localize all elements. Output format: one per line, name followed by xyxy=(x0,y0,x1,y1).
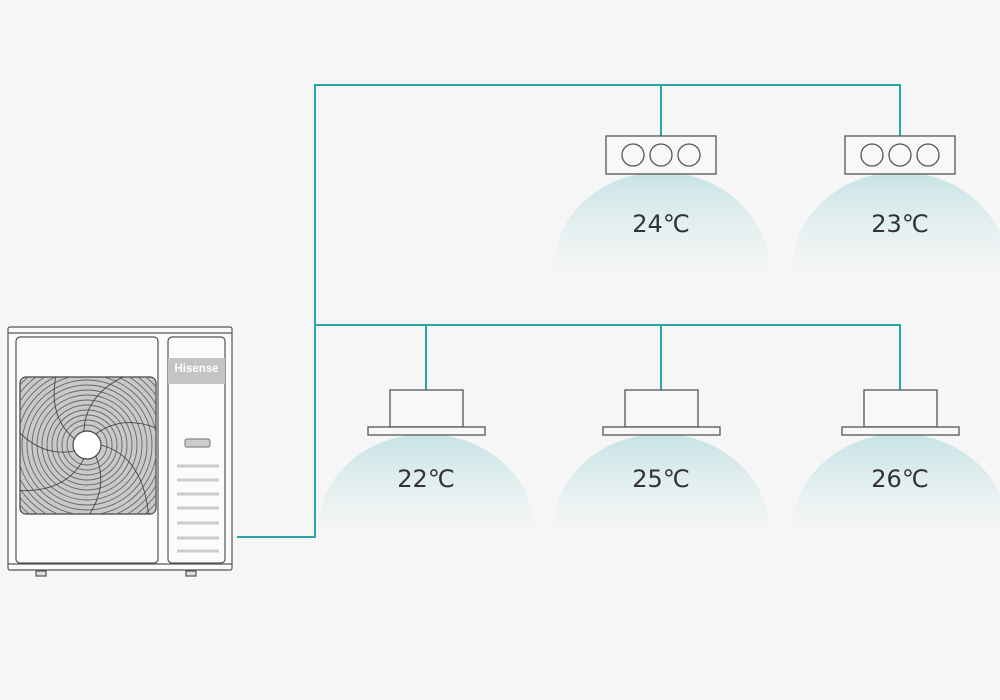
air-glow xyxy=(792,172,1000,270)
fan-blade xyxy=(53,377,75,440)
indicator xyxy=(184,438,211,448)
grill-ring xyxy=(51,409,123,481)
cassette-indoor-unit-1 xyxy=(367,389,486,436)
grill-ring xyxy=(31,389,143,501)
outdoor-unit xyxy=(7,326,233,577)
grill-ring xyxy=(61,419,113,471)
pipe-branch xyxy=(315,324,901,390)
temperature-label: 26℃ xyxy=(871,465,929,493)
grill-ring xyxy=(26,384,148,506)
fan-blade xyxy=(64,455,102,514)
temperature-label: 22℃ xyxy=(397,465,455,493)
pipe-main xyxy=(237,84,901,538)
fan-blade xyxy=(83,377,150,432)
air-glow xyxy=(792,434,1000,530)
fan-blade xyxy=(20,401,75,453)
air-glow xyxy=(553,172,769,270)
fan-grill xyxy=(19,376,157,515)
air-glow xyxy=(318,434,534,530)
fan-hub xyxy=(72,430,102,460)
temperature-label: 24℃ xyxy=(632,210,690,238)
grill-ring xyxy=(46,404,128,486)
temperature-label: 25℃ xyxy=(632,465,690,493)
cassette-indoor-unit-3 xyxy=(841,389,960,436)
duct-indoor-unit-2 xyxy=(844,135,956,175)
refrigerant-pipes xyxy=(237,84,901,538)
fan-blade xyxy=(95,422,156,446)
cassette-indoor-unit-2 xyxy=(602,389,721,436)
brand-logo: Hisense xyxy=(174,363,219,375)
air-glow xyxy=(553,434,769,530)
brand-plate xyxy=(168,358,225,384)
grill-ring xyxy=(66,424,108,466)
fan-blade xyxy=(20,458,85,492)
duct-indoor-unit-1 xyxy=(605,135,717,175)
grill-ring xyxy=(21,379,153,511)
grill-ring xyxy=(41,399,133,491)
fan-blade xyxy=(100,444,150,514)
grill-ring xyxy=(36,394,138,496)
temperature-label: 23℃ xyxy=(871,210,929,238)
air-glows xyxy=(318,172,1000,530)
